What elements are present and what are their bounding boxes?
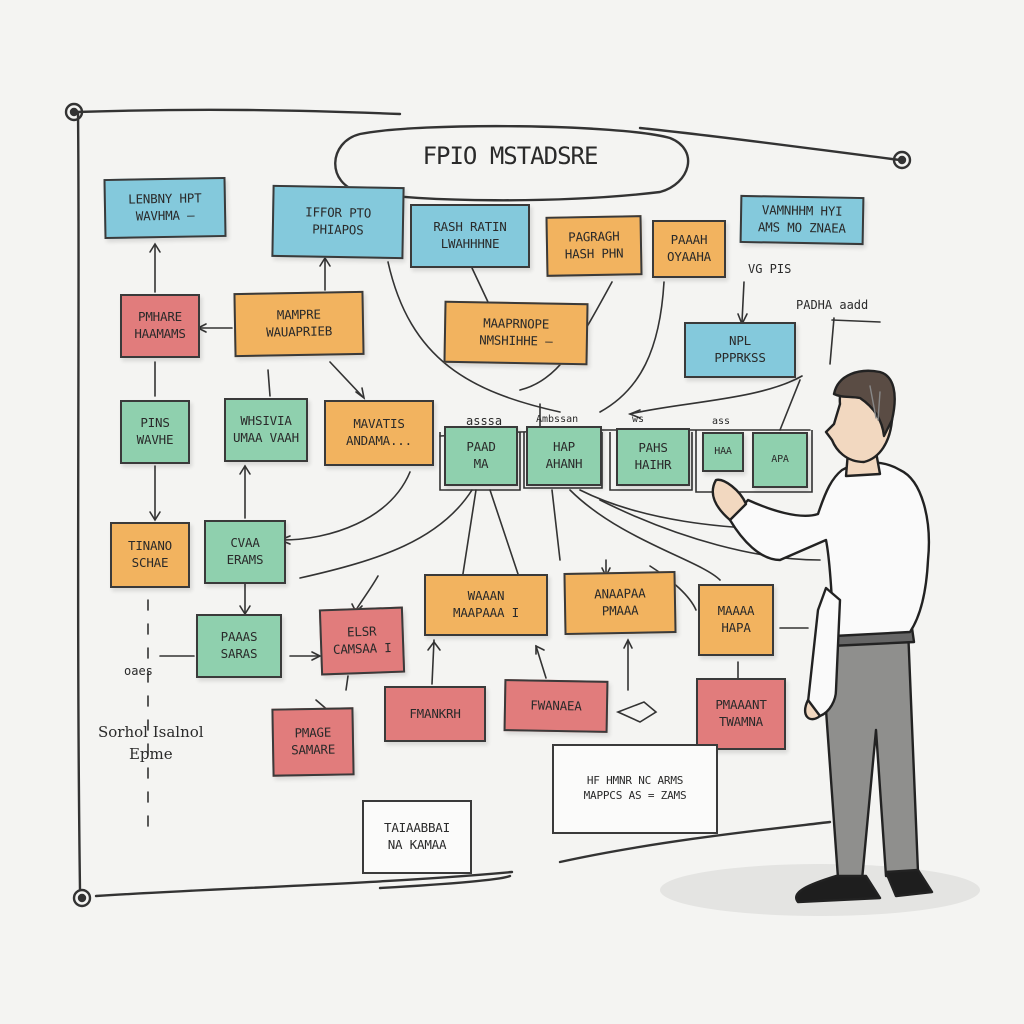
side-label: PADHA aadd — [796, 298, 869, 312]
legend-line-1: Sorhol Isalnol — [98, 723, 204, 741]
connector-label: ass — [712, 416, 731, 427]
sticky-note-red: FMANKRH — [384, 686, 486, 742]
connector-label: asssa — [466, 414, 503, 428]
sticky-note-green: HAA — [702, 432, 744, 472]
side-label: oaes — [124, 664, 153, 678]
legend-line-2: Epme — [128, 744, 173, 763]
connector-label: Ambssan — [536, 414, 579, 425]
diagram-title: FPIO MSTADSRE — [422, 142, 599, 170]
side-label: VG PIS — [748, 262, 792, 276]
sticky-note-green: APA — [752, 432, 808, 488]
sticky-note-red: FWANAEA — [503, 679, 609, 733]
legend: Sorhol Isalnol Epme — [98, 722, 204, 766]
connector-label: ws — [632, 414, 645, 425]
